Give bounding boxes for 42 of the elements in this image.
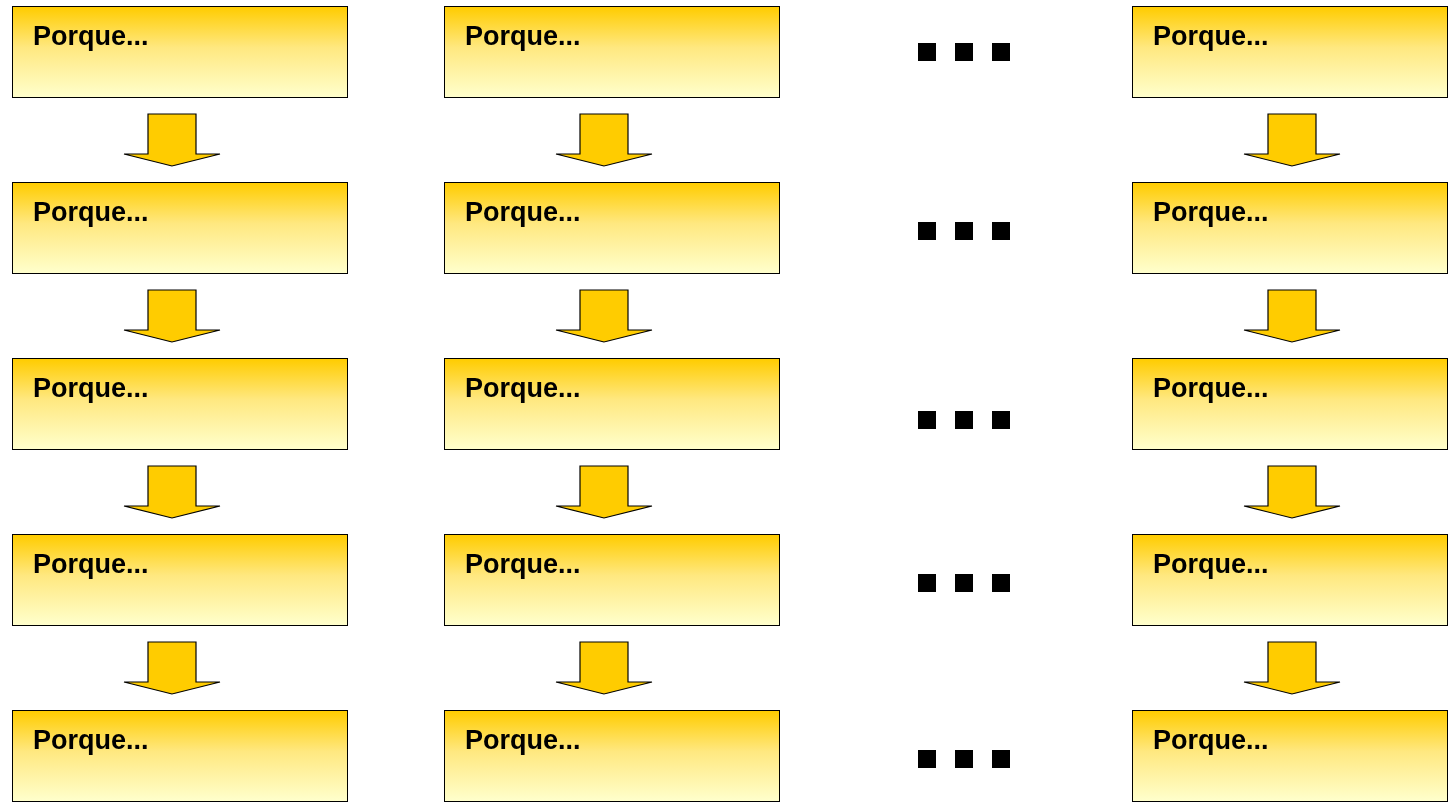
block-arrow — [123, 641, 221, 695]
process-box — [444, 358, 780, 450]
box-label: Porque... — [1153, 549, 1269, 580]
block-arrow — [555, 113, 653, 167]
process-box — [12, 6, 348, 98]
process-box — [1132, 6, 1448, 98]
process-box — [12, 534, 348, 626]
block-arrow — [1243, 465, 1341, 519]
process-box — [12, 710, 348, 802]
block-arrow — [1243, 641, 1341, 695]
block-arrow — [1243, 113, 1341, 167]
process-box — [1132, 182, 1448, 274]
block-arrow — [123, 289, 221, 343]
box-label: Porque... — [33, 373, 149, 404]
process-box — [444, 6, 780, 98]
box-label: Porque... — [465, 197, 581, 228]
process-box — [444, 710, 780, 802]
process-box — [1132, 710, 1448, 802]
box-label: Porque... — [465, 21, 581, 52]
block-arrow — [555, 641, 653, 695]
box-label: Porque... — [33, 549, 149, 580]
box-label: Porque... — [465, 373, 581, 404]
box-label: Porque... — [1153, 373, 1269, 404]
process-box — [444, 182, 780, 274]
block-arrow — [1243, 289, 1341, 343]
process-box — [1132, 534, 1448, 626]
block-arrow — [555, 289, 653, 343]
box-label: Porque... — [33, 197, 149, 228]
process-box — [1132, 358, 1448, 450]
box-label: Porque... — [1153, 21, 1269, 52]
box-label: Porque... — [465, 725, 581, 756]
process-box — [12, 358, 348, 450]
process-box — [444, 534, 780, 626]
box-label: Porque... — [465, 549, 581, 580]
block-arrow — [555, 465, 653, 519]
box-label: Porque... — [1153, 197, 1269, 228]
process-box — [12, 182, 348, 274]
block-arrow — [123, 465, 221, 519]
box-label: Porque... — [33, 725, 149, 756]
box-label: Porque... — [1153, 725, 1269, 756]
block-arrow — [123, 113, 221, 167]
box-label: Porque... — [33, 21, 149, 52]
